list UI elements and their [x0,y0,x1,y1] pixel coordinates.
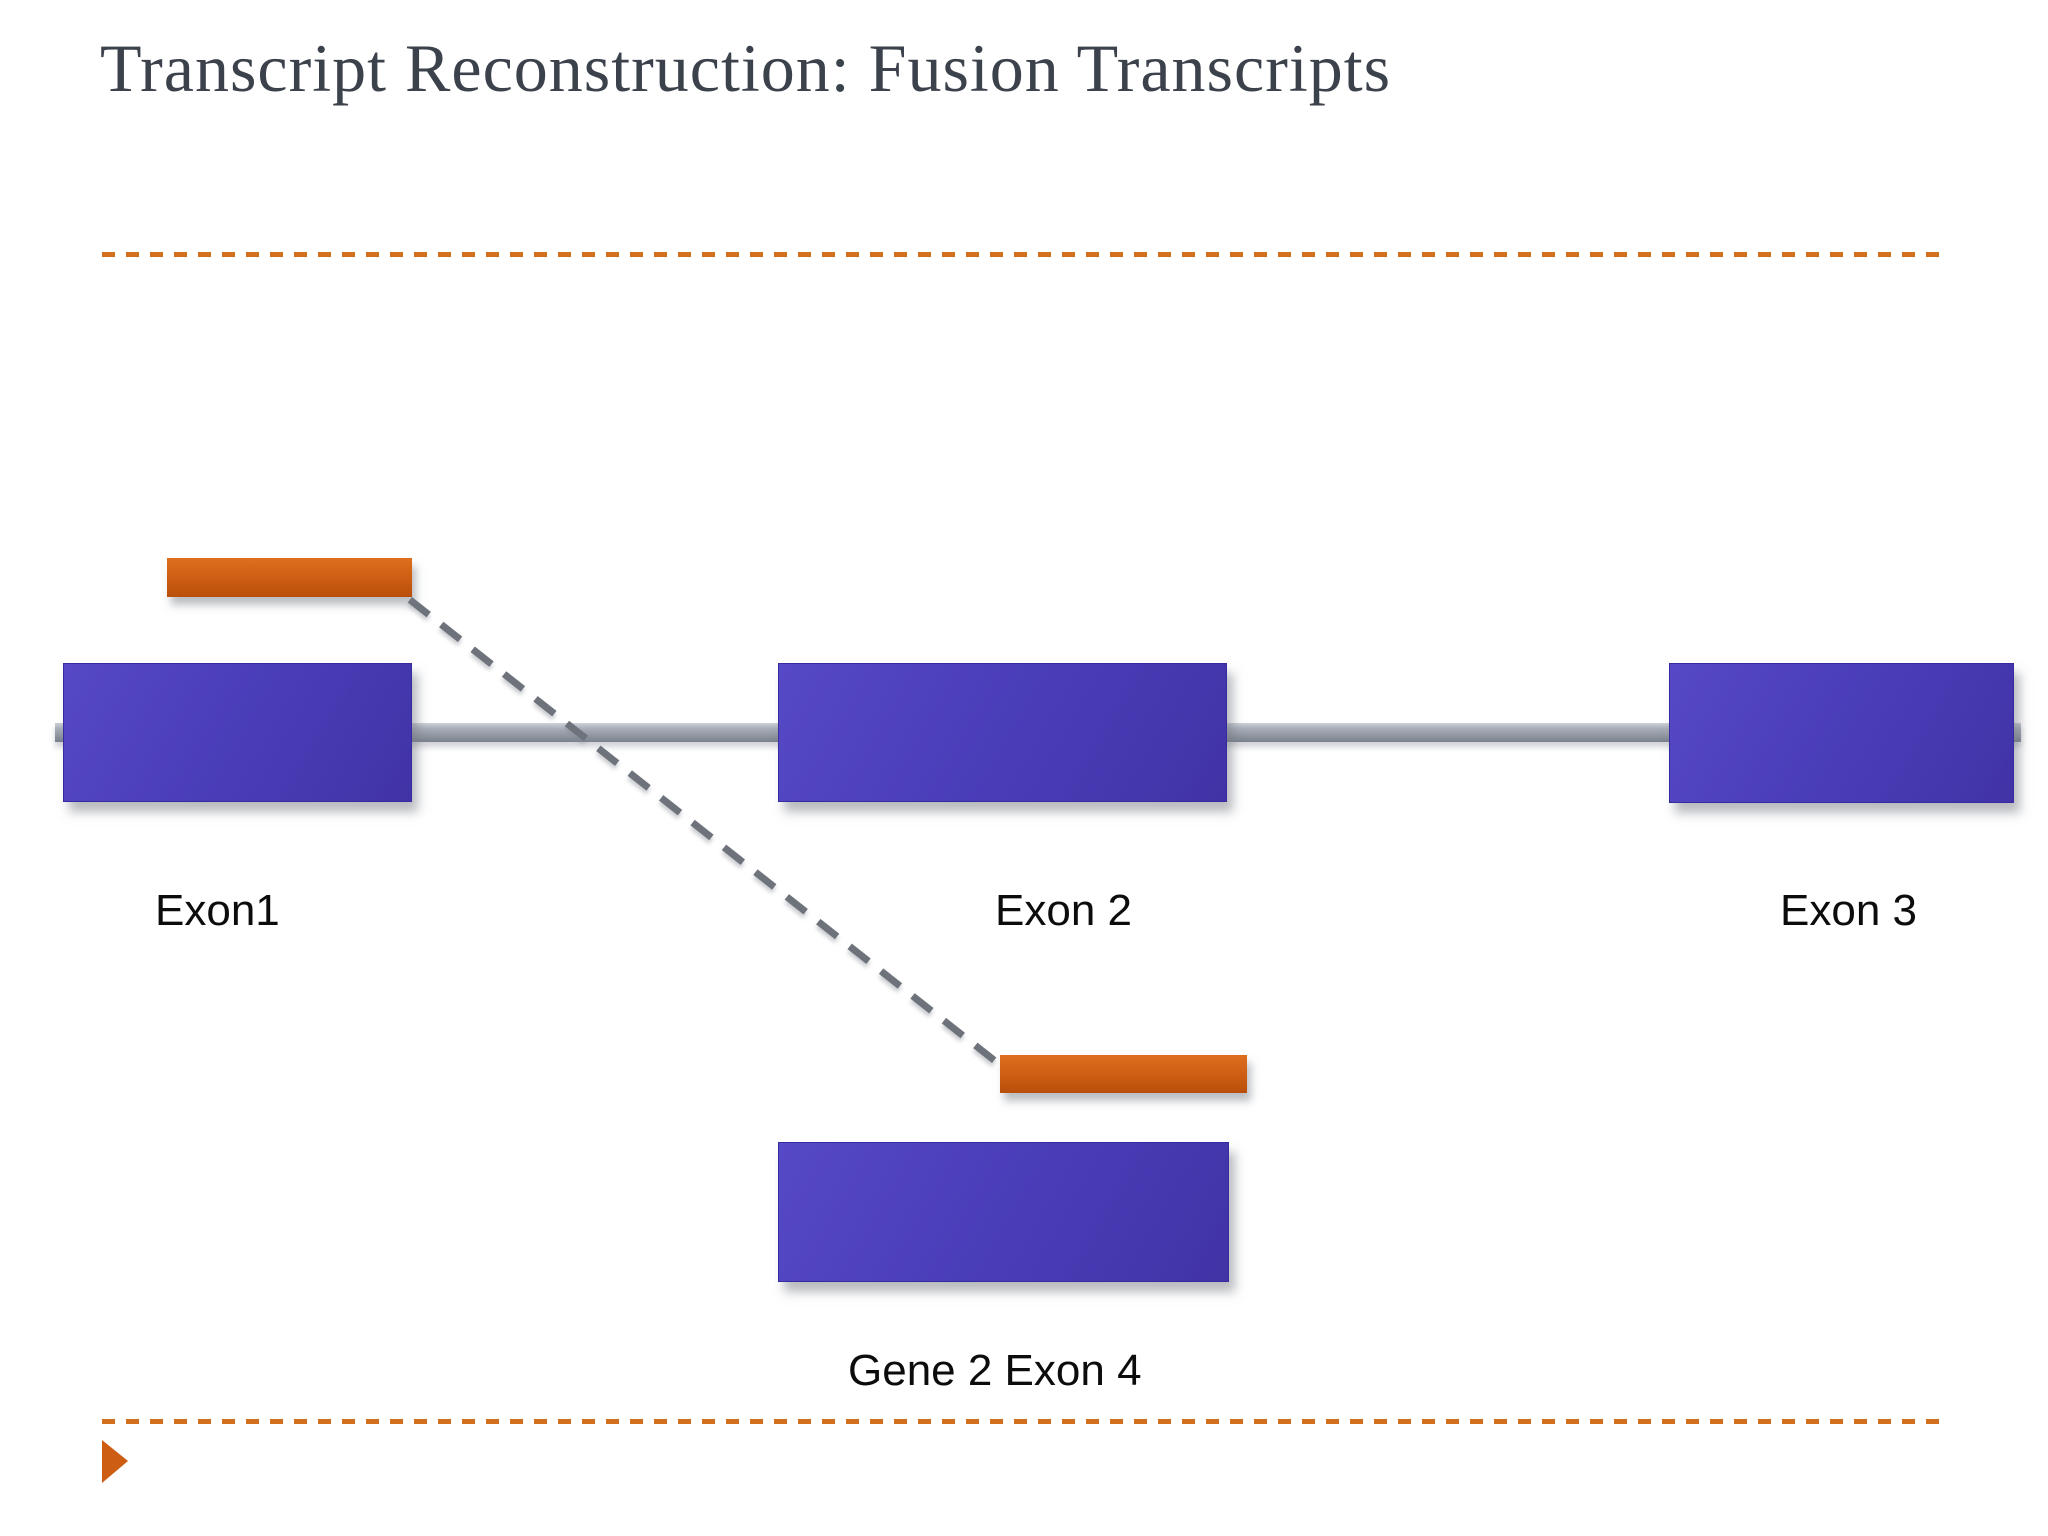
read-fragment-top [167,558,412,597]
exon2-box [778,663,1227,802]
exon1-label: Exon1 [155,886,280,935]
title-divider-dashed-line [102,252,1947,257]
footer-divider-dashed-line [102,1419,1947,1424]
exon3-box [1669,663,2014,803]
exon1-box [63,663,412,802]
exon2-label: Exon 2 [995,886,1132,935]
footer-arrow-icon [102,1440,128,1483]
gene2-exon4-box [778,1142,1229,1282]
read-fragment-bottom [1000,1055,1247,1093]
exon3-label: Exon 3 [1780,886,1917,935]
gene2-exon4-label: Gene 2 Exon 4 [848,1346,1142,1395]
page-title: Transcript Reconstruction: Fusion Transc… [100,30,1392,106]
